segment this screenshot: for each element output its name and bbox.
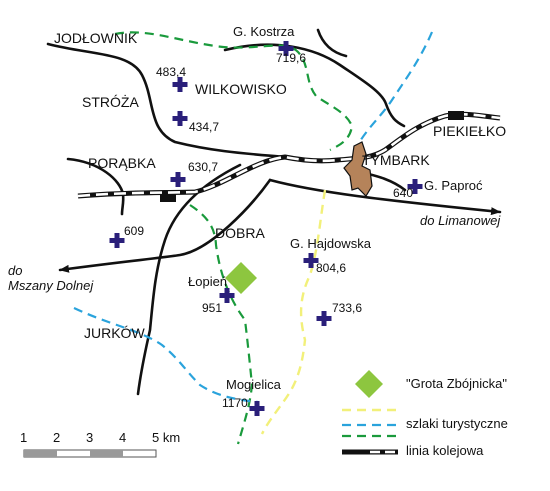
railway-line-inner — [77, 113, 501, 198]
road-dobra-jurkow — [136, 163, 242, 396]
scale-tick-5km: 5 km — [152, 430, 181, 445]
legend-trails-label: szlaki turystyczne — [406, 416, 508, 431]
label-kostrza-elev: 719,6 — [276, 51, 307, 65]
label-mogielica-elev: 1170 — [222, 396, 248, 410]
peak-mogielica-icon — [249, 401, 265, 416]
label-wilkowisko: WILKOWISKO — [195, 81, 287, 97]
label-p7336-elev: 733,6 — [332, 301, 363, 315]
label-piekielko: PIEKIEŁKO — [433, 123, 507, 139]
peak-4834-icon — [172, 77, 188, 92]
road-north-east-stub — [316, 28, 348, 58]
label-paproc-name: G. Paproć — [424, 178, 483, 193]
label-mogielica-name: Mogielica — [226, 377, 281, 392]
label-jurkow: JURKÓW — [84, 325, 145, 341]
railway-tunnel-east — [448, 111, 464, 120]
label-kostrza-name: G. Kostrza — [233, 24, 295, 39]
label-direction-mszana-2: Mszany Dolnej — [8, 278, 94, 293]
road-mszana — [58, 178, 272, 273]
scale-tick-2: 2 — [53, 430, 61, 445]
peak-4347-icon — [172, 111, 188, 126]
peak-paproc-icon — [407, 179, 423, 194]
label-stroza: STRÓŻA — [82, 94, 139, 110]
legend-cave-icon — [355, 370, 383, 398]
label-p6307-elev: 630,7 — [188, 160, 219, 174]
peak-kostrza-icon — [278, 41, 294, 56]
label-direction-mszana-1: do — [8, 263, 23, 278]
peak-markers — [109, 41, 423, 416]
label-direction-limanowa: do Limanowej — [420, 213, 501, 228]
scale-bar-segment-1 — [24, 450, 57, 457]
cave-marker-icon — [225, 262, 257, 294]
peak-609-icon — [109, 233, 125, 248]
label-hajdowska-name: G. Hajdowska — [290, 236, 371, 251]
trail-yellow — [260, 189, 327, 435]
label-jodlownik: JODŁOWNIK — [54, 30, 138, 46]
railway-tunnel-west — [160, 194, 176, 202]
peak-7336-icon — [316, 311, 332, 326]
label-p4347-elev: 434,7 — [189, 120, 220, 134]
label-porabka: PORĄBKA — [88, 155, 156, 171]
label-lopien-elev: 951 — [202, 301, 223, 315]
trail-blue — [73, 31, 434, 404]
scale-tick-3: 3 — [86, 430, 94, 445]
road-limanowa — [268, 178, 502, 216]
label-tymbark: TYMBARK — [362, 152, 430, 168]
legend-symbols — [342, 370, 398, 455]
label-p4834-elev: 483,4 — [156, 65, 187, 79]
road-jodlownik-porabka — [46, 42, 287, 159]
road-northeast-kostrza — [223, 43, 406, 128]
peak-6307-icon — [170, 172, 186, 187]
legend-cave-label: "Grota Zbójnicka" — [406, 376, 507, 391]
scale-tick-4: 4 — [119, 430, 127, 445]
peak-hajdowska-icon — [303, 253, 319, 268]
scale-tick-1: 1 — [20, 430, 28, 445]
trail-green — [114, 31, 354, 445]
tymbark-town-area — [343, 141, 373, 197]
label-p609-elev: 609 — [124, 224, 145, 238]
scale-bar — [23, 449, 157, 458]
label-paproc-elev: 640 — [393, 186, 414, 200]
label-hajdowska-elev: 804,6 — [316, 261, 347, 275]
peak-lopien-icon — [219, 288, 235, 303]
legend-railway-label: linia kolejowa — [406, 443, 484, 458]
label-dobra: DOBRA — [215, 225, 265, 241]
scale-bar-segment-3 — [90, 450, 123, 457]
label-lopien-name: Łopień — [188, 274, 228, 289]
railway — [77, 111, 501, 202]
